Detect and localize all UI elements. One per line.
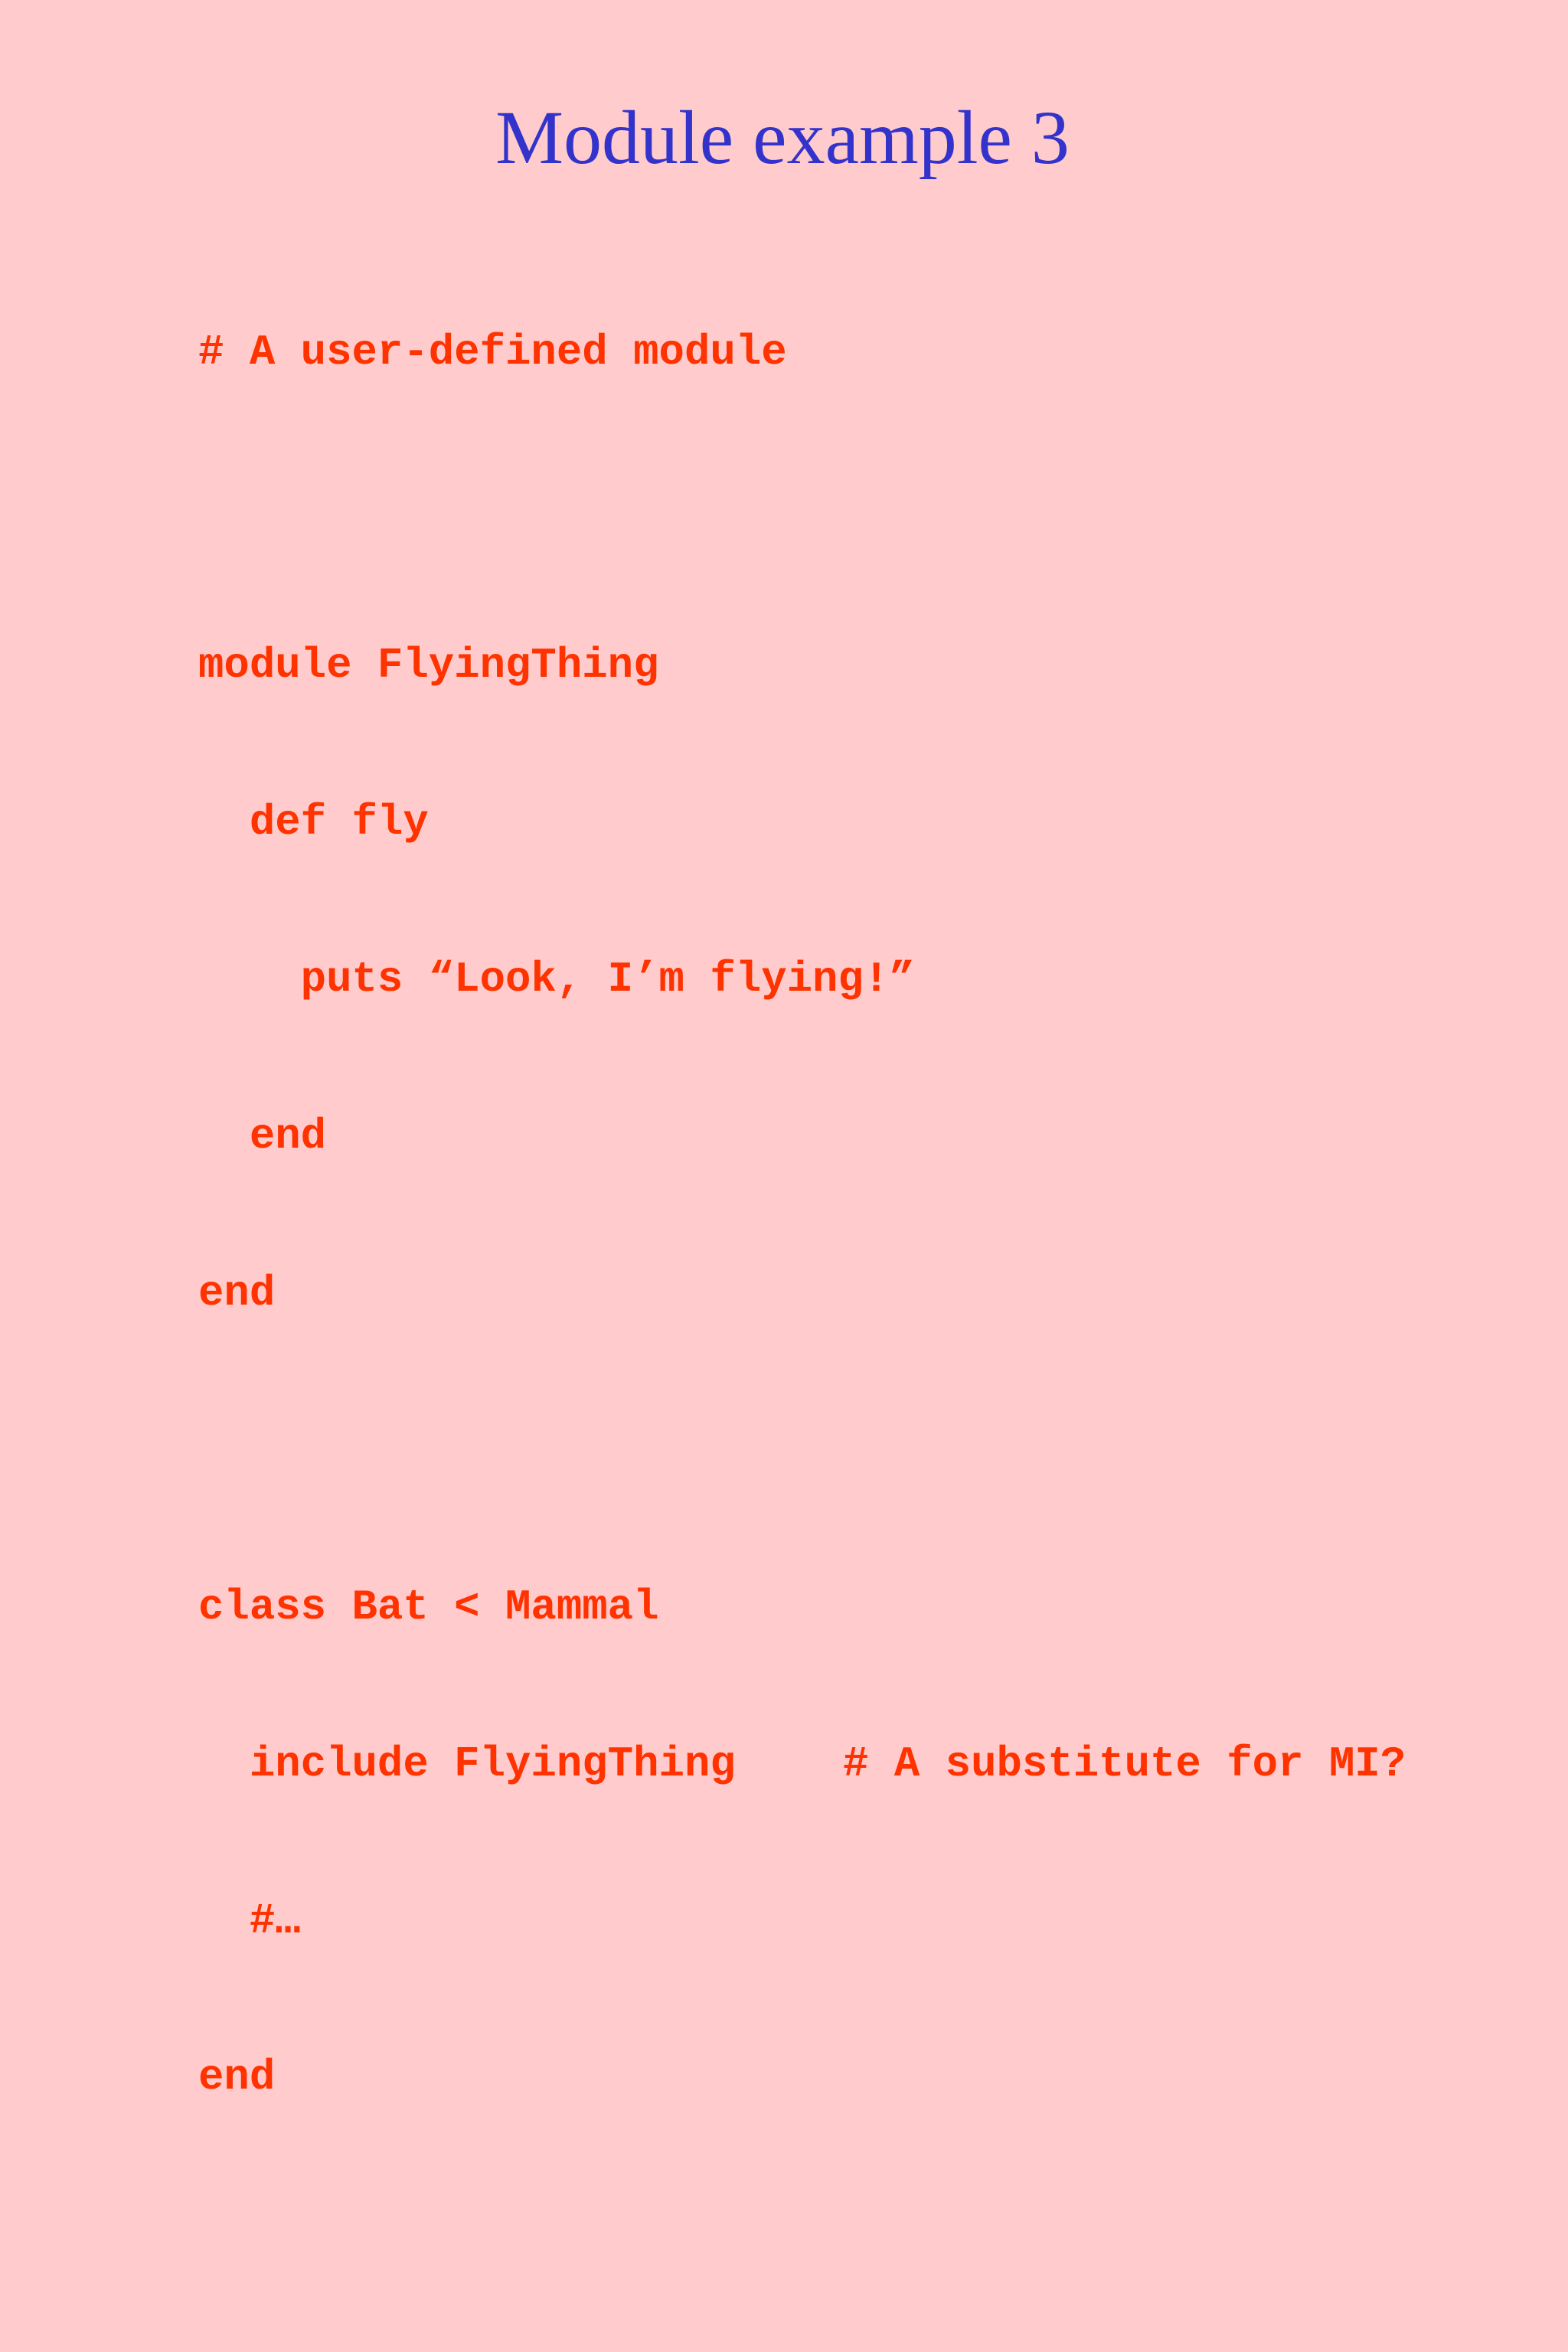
code-line: end — [198, 1111, 915, 1163]
code-line: end — [198, 1268, 915, 1320]
code-line: #… — [198, 1896, 915, 1948]
code-line: end — [198, 2052, 915, 2104]
code-comment: # A substitute for MI? — [843, 1740, 1406, 1788]
code-text: def fly — [198, 799, 429, 848]
code-text: end — [198, 2053, 276, 2102]
code-line: class Bat < Mammal — [198, 1582, 915, 1634]
code-line — [198, 2209, 915, 2261]
code-line: module FlyingThing — [198, 640, 915, 692]
code-text: #… — [198, 1896, 301, 1945]
code-text: puts “Look, I’m flying!” — [198, 956, 915, 1004]
code-text: include FlyingThing — [198, 1740, 736, 1788]
slide-title: Module example 3 — [0, 92, 1568, 184]
code-text: # A user-defined module — [198, 328, 787, 377]
code-text: end — [198, 1269, 276, 1318]
code-line: def fly — [198, 797, 915, 849]
code-text: class Bat < Mammal — [198, 1583, 659, 1632]
code-text: module FlyingThing — [198, 642, 659, 691]
code-block: # A user-defined module module FlyingThi… — [198, 222, 1406, 2352]
code-line — [198, 1425, 915, 1477]
code-line: # A user-defined module — [198, 327, 915, 379]
code-line: puts “Look, I’m flying!” — [198, 954, 915, 1006]
code-line: include FlyingThing # A substitute for MI… — [198, 1739, 1406, 1791]
code-text: end — [198, 1112, 327, 1161]
code-line — [198, 483, 915, 535]
slide-title-text: Module example 3 — [495, 95, 1070, 180]
